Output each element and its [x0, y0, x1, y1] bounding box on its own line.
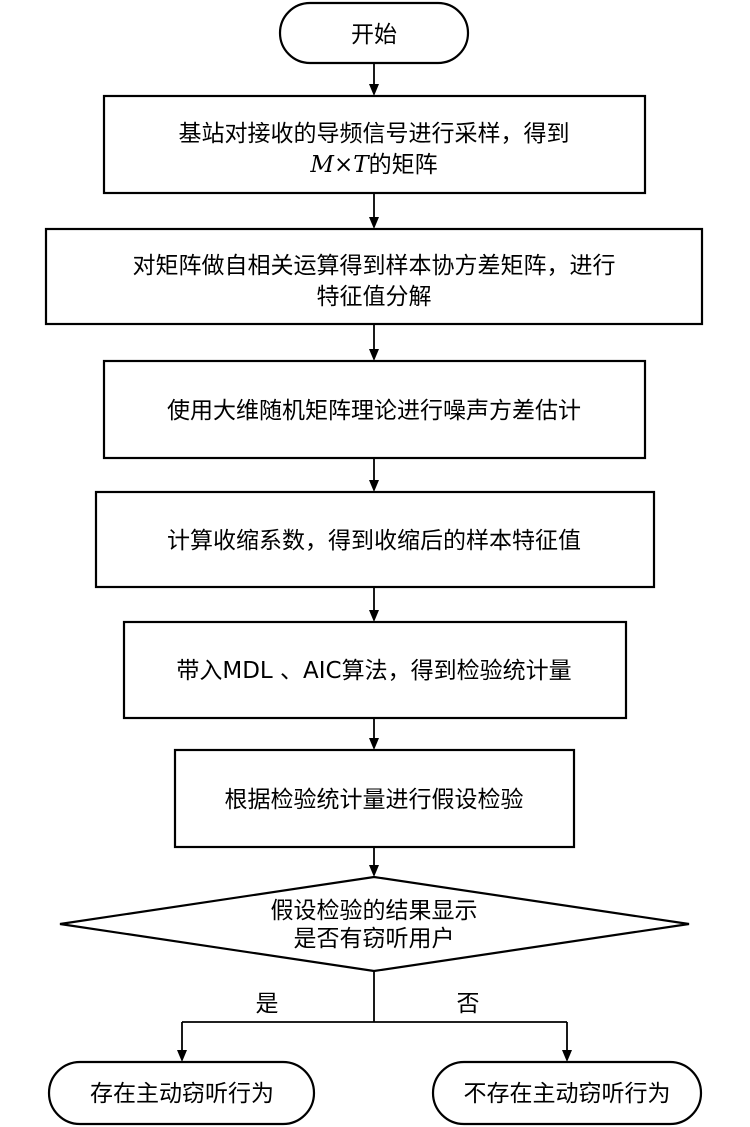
step-covariance-line1: 对矩阵做自相关运算得到样本协方差矩阵，进行 [133, 253, 616, 279]
end-yes-node: 存在主动窃听行为 [47, 1060, 316, 1126]
matrix-dimension-var: M×T [309, 152, 370, 178]
decision-node: 假设检验的结果显示 是否有窃听用户 [59, 875, 690, 973]
step-covariance-line2: 特征值分解 [317, 284, 432, 310]
branch-connectors [177, 971, 572, 1062]
end-yes-label: 存在主动窃听行为 [90, 1081, 274, 1107]
connector-step5-step6 [369, 718, 379, 750]
start-label: 开始 [351, 22, 397, 48]
connector-start-step1 [369, 63, 379, 96]
matrix-suffix: 的矩阵 [369, 152, 438, 178]
connector-step2-step3 [369, 324, 379, 361]
connector-step3-step4 [369, 458, 379, 492]
connector-step4-step5 [369, 587, 379, 622]
step-shrinkage: 计算收缩系数，得到收缩后的样本特征值 [94, 490, 656, 589]
connector-step6-decision [369, 847, 379, 877]
step-sampling-line1: 基站对接收的导频信号进行采样，得到 [179, 121, 570, 147]
step-hypothesis-test: 根据检验统计量进行假设检验 [173, 748, 576, 849]
step-noise-estimation: 使用大维随机矩阵理论进行噪声方差估计 [102, 359, 647, 460]
connector-step1-step2 [369, 193, 379, 229]
step-covariance: 对矩阵做自相关运算得到样本协方差矩阵，进行 特征值分解 [44, 227, 704, 326]
step-sampling: 基站对接收的导频信号进行采样，得到 M×T的矩阵 [102, 94, 647, 195]
end-no-node: 不存在主动窃听行为 [431, 1060, 703, 1126]
decision-line1: 假设检验的结果显示 [271, 898, 478, 924]
branch-yes-label: 是 [256, 991, 279, 1017]
end-no-label: 不存在主动窃听行为 [464, 1081, 671, 1107]
step-mdl-aic: 带入MDL 、AIC算法，得到检验统计量 [122, 620, 628, 720]
start-node: 开始 [278, 1, 470, 65]
step-mdl-aic-label: 带入MDL 、AIC算法，得到检验统计量 [176, 658, 571, 684]
step-noise-estimation-label: 使用大维随机矩阵理论进行噪声方差估计 [167, 398, 581, 424]
branch-no-label: 否 [457, 991, 480, 1017]
decision-line2: 是否有窃听用户 [294, 926, 455, 952]
step-hypothesis-test-label: 根据检验统计量进行假设检验 [225, 787, 524, 813]
step-shrinkage-label: 计算收缩系数，得到收缩后的样本特征值 [167, 528, 581, 554]
step-sampling-line2: M×T的矩阵 [309, 152, 437, 178]
